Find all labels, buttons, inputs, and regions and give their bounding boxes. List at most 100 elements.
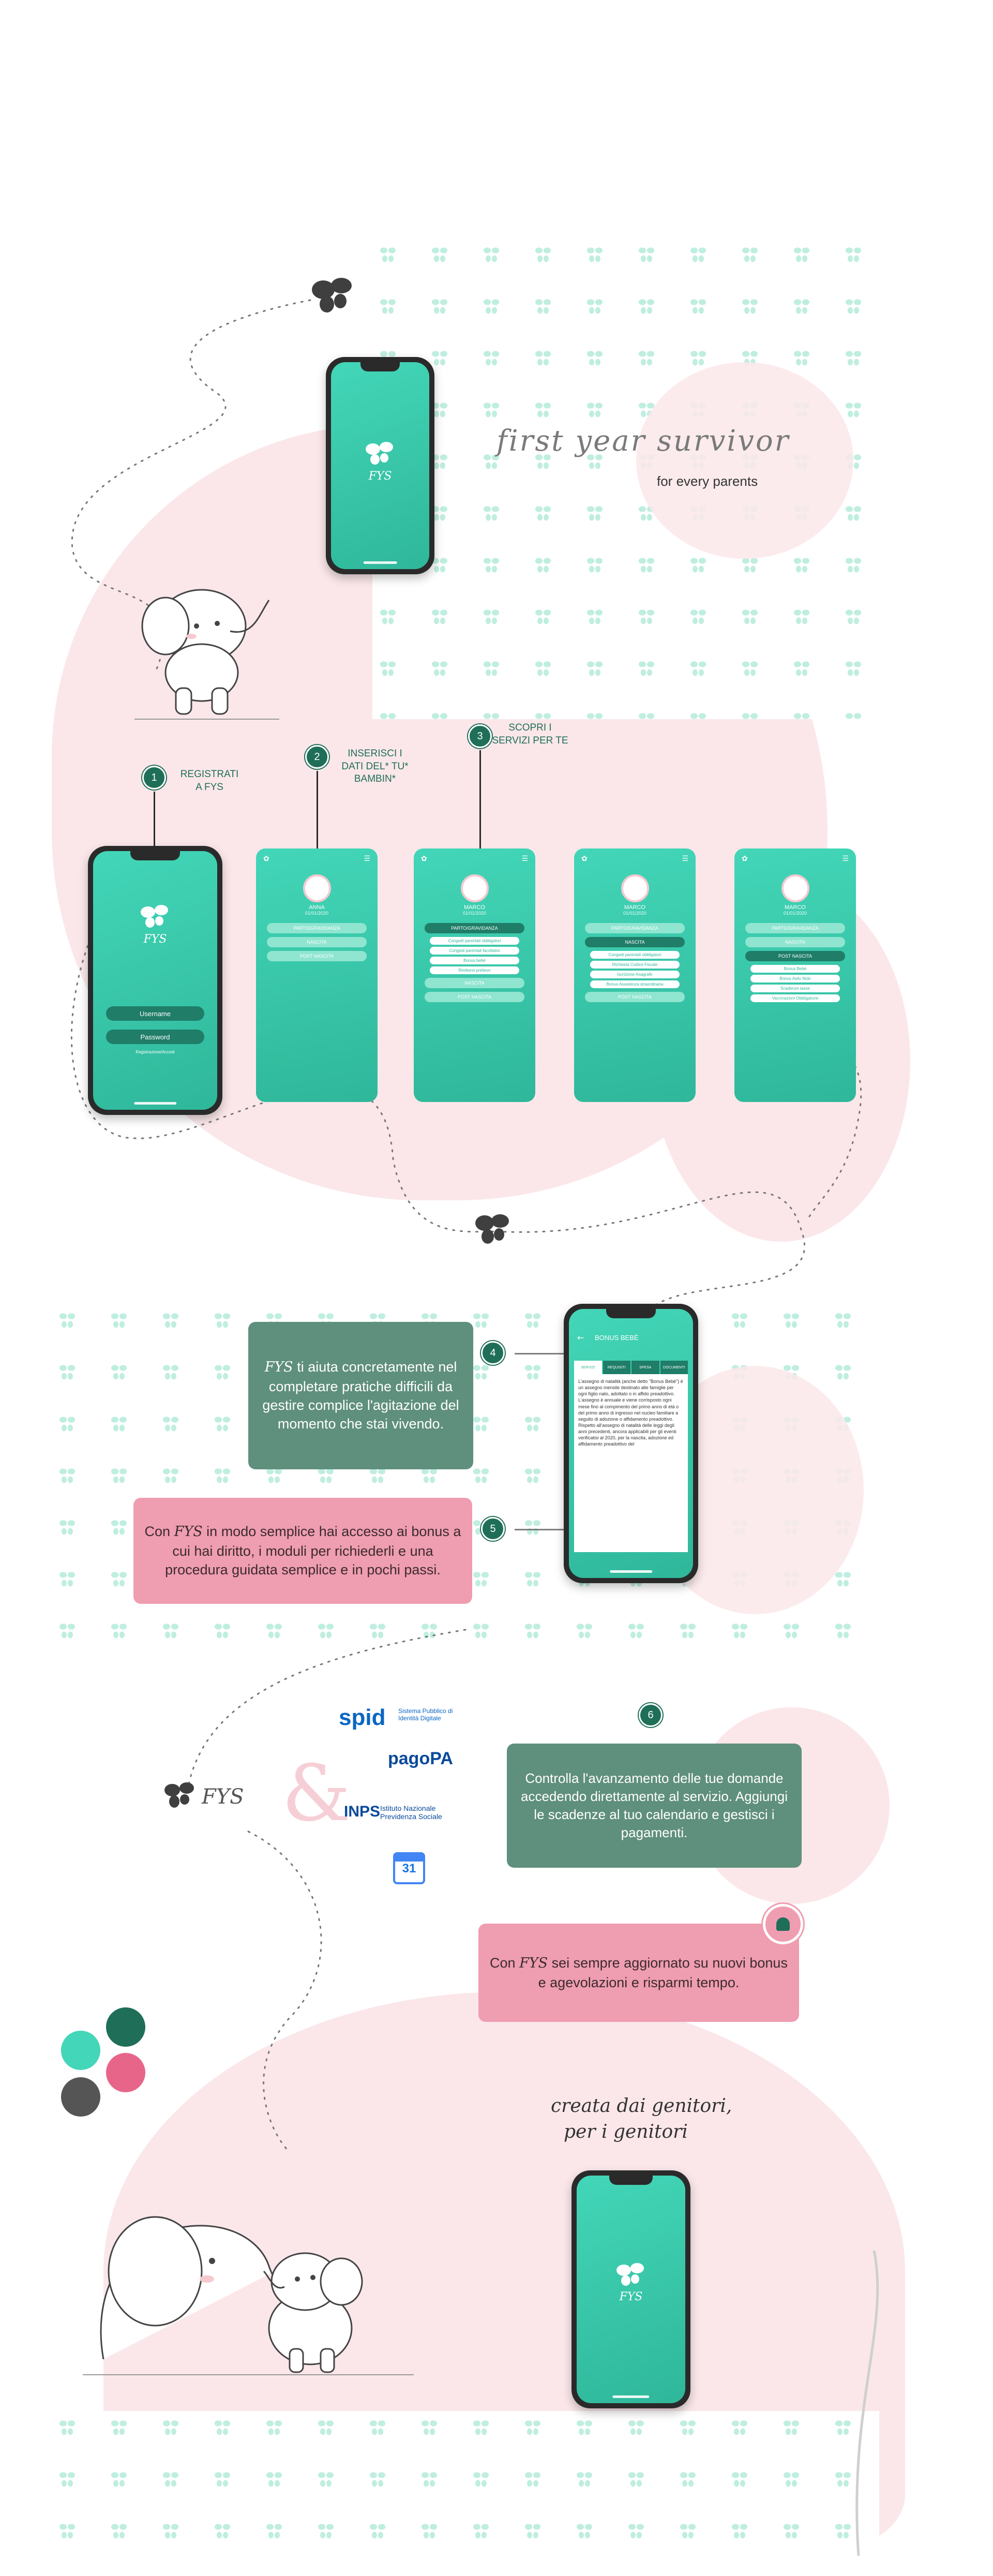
sub-item[interactable]: Richiesta Codice Fiscale [590,961,680,969]
step-2-badge: 2 [305,745,329,769]
butterfly-logo-icon [141,905,168,928]
color-swatch [61,2077,100,2117]
menu-pregnancy[interactable]: PARTO/GRAVIDANZA [425,923,524,933]
tab-requisiti[interactable]: REQUISITI [603,1361,630,1374]
avatar [621,874,649,902]
card-4-text: ti aiuta concretamente nel completare pr… [262,1359,459,1432]
app-logo-text: FYS [619,2290,643,2303]
bonus-title: BONUS BEBÈ [595,1334,639,1342]
elephant-family-illustration [83,2216,414,2375]
tab-servizi[interactable]: SERVIZI [574,1361,602,1374]
menu-birth[interactable]: NASCITA [425,978,524,988]
app-logo-text: FYS [174,1524,203,1540]
menu-post[interactable]: POST NASCITA [267,951,367,961]
post-birth-screen: ✿☰ MARCO 01/01/2020 PARTO/GRAVIDANZA NAS… [734,848,856,1102]
kid-date: 01/01/2020 [305,911,329,916]
card-5-text: in modo semplice hai accesso ai bonus a … [165,1524,461,1578]
inps-logo: INPS [344,1803,381,1820]
butterfly-icon: ✿ [421,855,427,863]
hero-phone: FYS [326,357,434,574]
card-7-text: sei sempre aggiornato su nuovi bonus e a… [538,1955,788,1990]
sub-item[interactable]: Congedi parentali obbligatori [429,937,520,945]
step-4-badge: 4 [481,1341,505,1365]
sub-item[interactable]: Rimborsi prelievo [429,966,520,974]
step-1-badge: 1 [142,766,166,790]
menu-icon[interactable]: ☰ [842,855,849,863]
login-link[interactable]: Registrazione/Accedi [136,1050,175,1054]
butterfly-logo-icon [366,442,393,465]
butterfly-logo-icon [616,2263,644,2286]
step-3-label: SCOPRI I SERVIZI PER TE [492,722,568,746]
sub-item[interactable]: Scadenze tasse [750,985,840,992]
menu-birth[interactable]: NASCITA [267,937,367,947]
kid-name: MARCO [785,904,806,911]
butterfly-icon: ✿ [581,855,588,863]
sub-item[interactable]: Congedi parentali facoltativi [429,947,520,955]
menu-pregnancy[interactable]: PARTO/GRAVIDANZA [745,923,845,933]
butterfly-icon: ✿ [742,855,748,863]
avatar [303,874,331,902]
menu-post[interactable]: POST NASCITA [585,992,685,1002]
kid-date: 01/01/2020 [462,911,487,916]
bonus-tabs: SERVIZI REQUISITI SPESA DOCUMENTI [574,1361,688,1374]
butterfly-icon [164,1782,194,1808]
sub-item[interactable]: Bonus Bebè [750,965,840,973]
butterfly-icon: ✿ [263,855,269,863]
kid-profile-screen: ✿☰ ANNA 01/01/2020 PARTO/GRAVIDANZA NASC… [256,848,378,1102]
username-field[interactable]: Username [106,1006,204,1021]
kid-name: MARCO [624,904,645,911]
app-logo-text: FYS [519,1955,548,1972]
sub-item[interactable]: Iscrizione Anagrafe [590,971,680,978]
menu-icon[interactable]: ☰ [682,855,688,863]
tagline-line-2: per i genitori [564,2121,688,2142]
menu-post[interactable]: POST NASCITA [425,992,524,1002]
bonus-phone: ← BONUS BEBÈ SERVIZI REQUISITI SPESA DOC… [564,1304,698,1583]
sub-item[interactable]: Bonus bebè [429,957,520,964]
info-card-6: Controlla l'avanzamento delle tue domand… [507,1744,802,1868]
footer-phone: FYS [571,2170,690,2408]
info-card-5: Con FYS in modo semplice hai accesso ai … [133,1498,472,1604]
pagopa-logo: pagoPA [388,1749,453,1768]
color-swatch [61,2031,100,2070]
bonus-body: L'assegno di natalità (anche detto "Bonu… [574,1374,688,1552]
inps-subtitle: Istituto Nazionale Previdenza Sociale [380,1804,442,1821]
menu-icon[interactable]: ☰ [521,855,528,863]
menu-birth[interactable]: NASCITA [745,937,845,947]
info-card-4: FYS ti aiuta concretamente nel completar… [248,1322,473,1469]
sub-item[interactable]: Congedi parentali obbligatori [590,951,680,959]
password-field[interactable]: Password [106,1030,204,1044]
butterfly-pattern [52,2411,879,2566]
tagline-line-1: creata dai genitori, [551,2095,732,2117]
info-card-7: Con FYS sei sempre aggiornato su nuovi b… [478,1924,799,2022]
back-icon[interactable]: ← [577,1333,584,1343]
menu-pregnancy[interactable]: PARTO/GRAVIDANZA [585,923,685,933]
sub-item[interactable]: Bonus Asilo Nido [750,975,840,982]
sub-item[interactable]: Vaccinazioni Obbligatorie [750,994,840,1002]
tab-spesa[interactable]: SPESA [631,1361,659,1374]
pregnancy-screen: ✿☰ MARCO 01/01/2020 PARTO/GRAVIDANZA Con… [414,848,535,1102]
step-2-label: INSERISCI I DATI DEL* TU* BAMBIN* [341,748,409,785]
tab-documenti[interactable]: DOCUMENTI [660,1361,688,1374]
elephant-illustration [134,589,279,720]
hero-title: first year survivor [496,424,790,458]
menu-pregnancy[interactable]: PARTO/GRAVIDANZA [267,923,367,933]
avatar [781,874,809,902]
fys-logo: FYS [202,1785,244,1809]
menu-birth[interactable]: NASCITA [585,937,685,947]
menu-post[interactable]: POST NASCITA [745,951,845,961]
sub-item[interactable]: Bonus Assistenza straordinaria [590,980,680,988]
color-swatch [106,2053,145,2092]
ampersand-icon: & [282,1749,351,1839]
avatar [460,874,489,902]
notification-bell-icon [763,1904,803,1944]
menu-icon[interactable]: ☰ [364,855,370,863]
app-logo-text: FYS [368,470,392,483]
color-swatch [106,2007,145,2047]
step-3-badge: 3 [468,724,492,748]
butterfly-icon [312,278,352,312]
birth-screen: ✿ ☰ MARCO 01/01/2020 PARTO/GRAVIDANZA NAS… [574,848,696,1102]
google-calendar-icon: 31 [393,1852,425,1884]
kid-date: 01/01/2020 [623,911,647,916]
